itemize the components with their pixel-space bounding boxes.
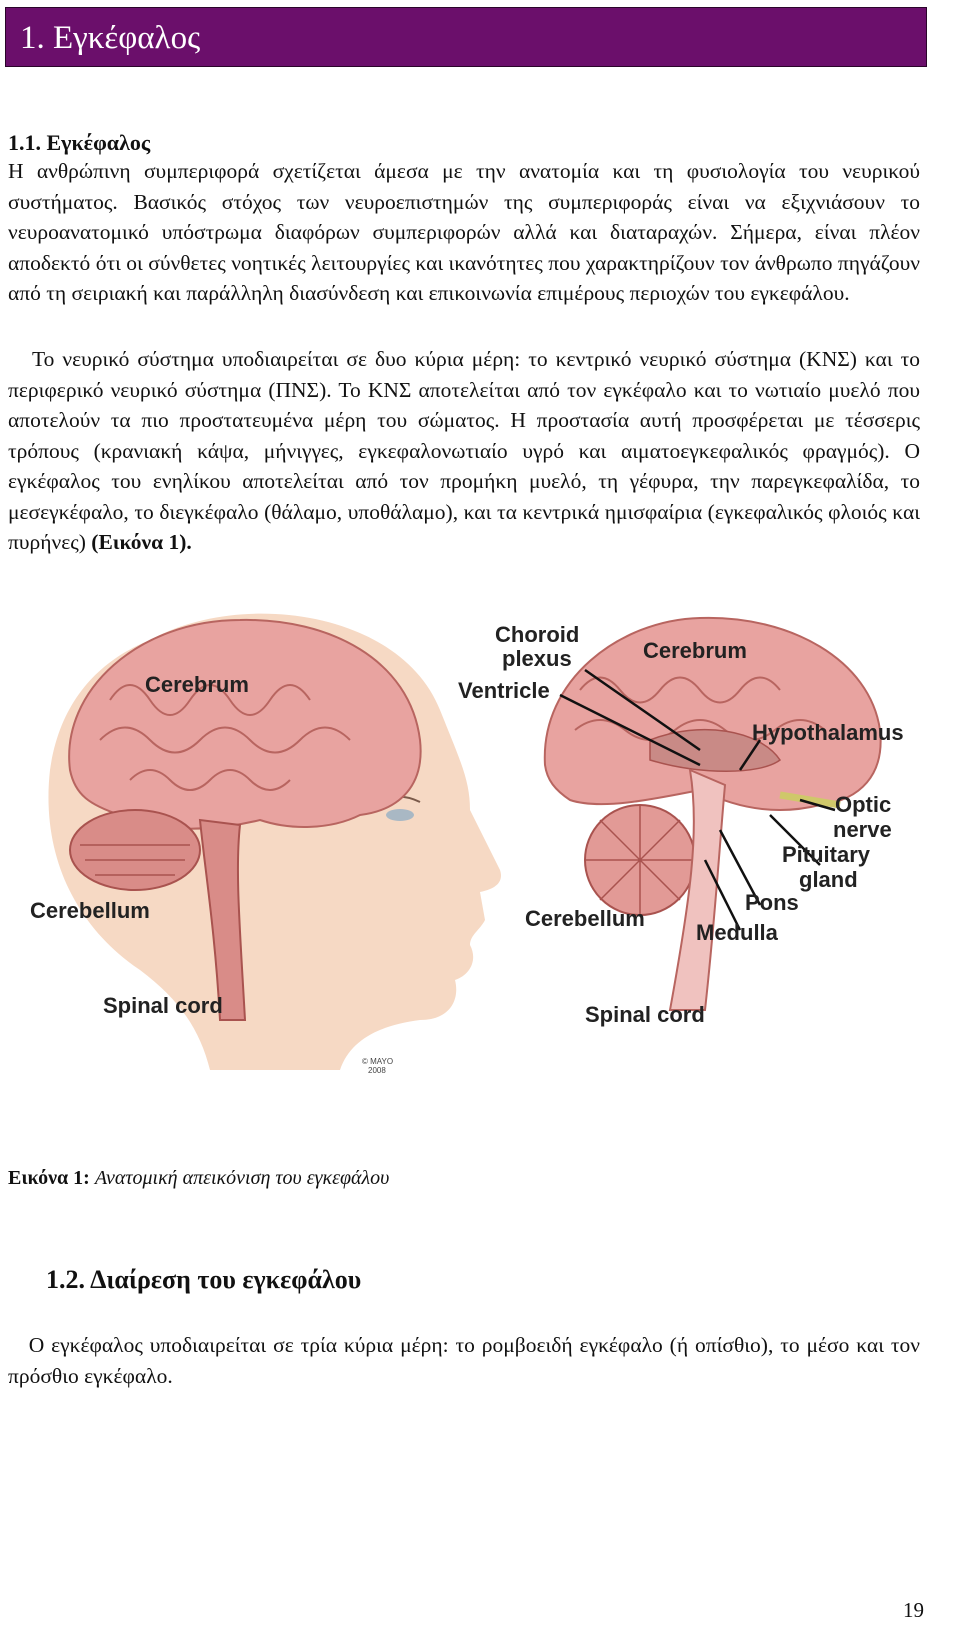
- chapter-title: 1. Εγκέφαλος: [20, 20, 201, 56]
- label-cerebrum-right: Cerebrum: [643, 638, 747, 663]
- label-spinal-cord-right: Spinal cord: [585, 1002, 705, 1027]
- paragraph: Το νευρικό σύστημα υποδιαιρείται σε δυο …: [8, 344, 920, 558]
- label-cerebellum-right: Cerebellum: [525, 906, 645, 931]
- label-pituitary: Pituitary: [782, 842, 871, 867]
- paragraph-text: Το νευρικό σύστημα υποδιαιρείται σε δυο …: [8, 347, 920, 554]
- paragraph: Ο εγκέφαλος υποδιαιρείται σε τρία κύρια …: [8, 1330, 920, 1391]
- brain-anatomy-figure: Cerebrum Cerebellum Spinal cord Choroid …: [30, 613, 904, 1075]
- label-pons: Pons: [745, 890, 799, 915]
- label-spinal-cord-left: Spinal cord: [103, 993, 223, 1018]
- chapter-banner: 1. Εγκέφαλος: [5, 7, 927, 67]
- leader-lines: [559, 668, 836, 931]
- label-medulla: Medulla: [696, 920, 779, 945]
- label-nerve: nerve: [833, 817, 892, 842]
- label-hypothalamus: Hypothalamus: [752, 720, 904, 745]
- figure-reference: (Εικόνα 1).: [91, 530, 192, 554]
- brain-lateral-view: [68, 618, 422, 1021]
- figure-credit-year: 2008: [368, 1066, 386, 1075]
- paragraph-text: Ο εγκέφαλος υποδιαιρείται σε τρία κύρια …: [8, 1333, 920, 1388]
- caption-label: Εικόνα 1:: [8, 1167, 90, 1189]
- figure-credit: © MAYO: [362, 1057, 393, 1066]
- label-cerebrum-left: Cerebrum: [145, 672, 249, 697]
- label-choroid: Choroid: [495, 622, 579, 647]
- label-gland: gland: [799, 867, 858, 892]
- label-ventricle: Ventricle: [458, 678, 550, 703]
- label-optic: Optic: [835, 792, 891, 817]
- paragraph: Η ανθρώπινη συμπεριφορά σχετίζεται άμεσα…: [8, 156, 920, 309]
- page-number: 19: [903, 1598, 924, 1622]
- label-cerebellum-left: Cerebellum: [30, 898, 150, 923]
- paragraph-text: Η ανθρώπινη συμπεριφορά σχετίζεται άμεσα…: [8, 159, 920, 305]
- caption-text: Ανατομική απεικόνιση του εγκεφάλου: [94, 1167, 390, 1189]
- label-plexus: plexus: [502, 646, 572, 671]
- section-title: 1.2. Διαίρεση του εγκεφάλου: [46, 1265, 362, 1294]
- figure-caption: Εικόνα 1: Ανατομική απεικόνιση του εγκεφ…: [8, 1167, 389, 1190]
- section-title: 1.1. Εγκέφαλος: [8, 130, 151, 155]
